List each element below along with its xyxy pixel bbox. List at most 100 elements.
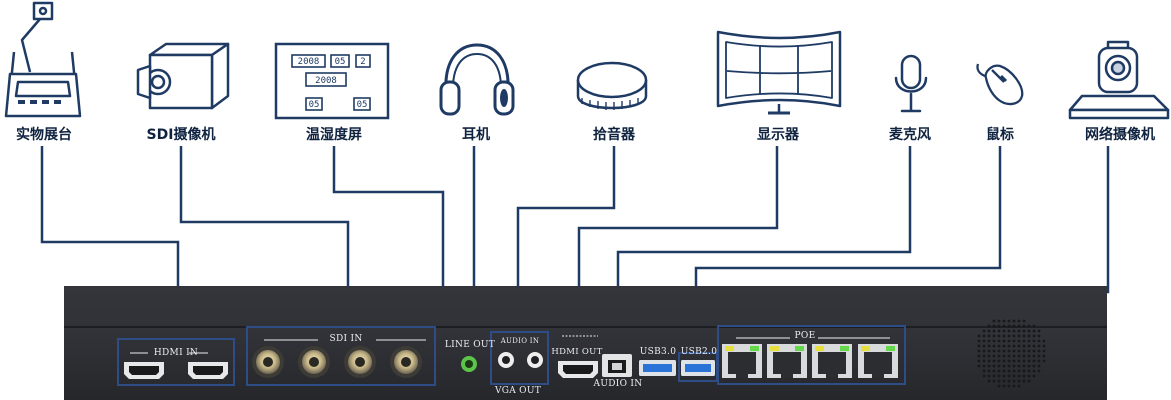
vent-hole (1012, 359, 1016, 363)
vent-hole (1012, 344, 1016, 348)
display-readout-top-right: 2 (360, 57, 365, 67)
vent-hole (1017, 344, 1021, 348)
vent-hole (992, 374, 996, 378)
sdi-in-port[interactable] (390, 346, 422, 378)
sdi-in-port[interactable] (344, 346, 376, 378)
headphones-icon (439, 43, 515, 116)
mouse-icon (976, 63, 1024, 106)
poe-rj45-port[interactable] (722, 344, 762, 378)
vent-hole (1007, 349, 1011, 353)
display-readout-bottom-right: 05 (357, 100, 368, 110)
vent-hole (1022, 324, 1026, 328)
vent-hole (997, 344, 1001, 348)
vent-hole (1017, 364, 1021, 368)
vent-hole (977, 339, 981, 343)
vent-hole (1007, 334, 1011, 338)
vent-hole (992, 334, 996, 338)
vent-hole (992, 324, 996, 328)
device-label-display: 显示器 (757, 127, 799, 143)
vent-hole (1022, 374, 1026, 378)
device-label-headphones: 耳机 (462, 127, 490, 143)
sdi-in-port[interactable] (298, 346, 330, 378)
vent-hole (1017, 384, 1021, 388)
device-label-microphone: 麦克风 (889, 127, 931, 143)
vent-hole (1012, 369, 1016, 373)
vent-hole (1037, 354, 1041, 358)
vent-hole (1017, 369, 1021, 373)
vent-hole (1032, 349, 1036, 353)
vent-hole (992, 319, 996, 323)
hdmi-in-label: HDMI IN (153, 348, 199, 358)
audio-in-jack[interactable] (527, 352, 543, 368)
vent-hole (1007, 379, 1011, 383)
vent-hole (992, 379, 996, 383)
vent-hole (1042, 344, 1046, 348)
usb-b-port[interactable] (602, 354, 632, 377)
audio-in-jack[interactable] (498, 352, 514, 368)
hdmi-in-port[interactable] (124, 362, 164, 379)
vent-hole (992, 339, 996, 343)
vent-hole (1032, 339, 1036, 343)
vent-hole (997, 384, 1001, 388)
vent-hole (1012, 374, 1016, 378)
vent-hole (1017, 374, 1021, 378)
microphone-icon (894, 54, 928, 113)
vent-hole (977, 349, 981, 353)
vent-hole (1032, 344, 1036, 348)
hdmi-out-port[interactable] (558, 361, 598, 378)
vent-hole (997, 349, 1001, 353)
vent-hole (1032, 369, 1036, 373)
vent-hole (987, 349, 991, 353)
vent-hole (1002, 354, 1006, 358)
vent-hole (997, 379, 1001, 383)
device-label-sdi-camera: SDI摄像机 (146, 127, 216, 143)
vent-hole (1022, 369, 1026, 373)
vent-hole (1012, 379, 1016, 383)
vent-hole (1032, 364, 1036, 368)
box-camera-icon (136, 42, 230, 110)
vent-hole (1027, 329, 1031, 333)
vent-hole (1017, 354, 1021, 358)
vent-hole (977, 344, 981, 348)
poe-rj45-port[interactable] (767, 344, 807, 378)
vent-hole (997, 374, 1001, 378)
vent-hole (997, 324, 1001, 328)
vent-hole (1032, 324, 1036, 328)
hdmi-in-port[interactable] (188, 362, 228, 379)
display-readout-middle: 2008 (315, 76, 337, 86)
audio-in-top-label: AUDIO IN (500, 337, 540, 345)
vent-hole (1022, 359, 1026, 363)
vent-hole (1032, 359, 1036, 363)
usb3-port[interactable] (639, 360, 676, 376)
line-out-jack[interactable] (461, 356, 477, 372)
vent-hole (1042, 359, 1046, 363)
poe-rj45-port[interactable] (812, 344, 852, 378)
vent-hole (982, 364, 986, 368)
vent-hole (1037, 359, 1041, 363)
vent-hole (1012, 329, 1016, 333)
vent-hole (1002, 344, 1006, 348)
vent-hole (1037, 334, 1041, 338)
document-camera-icon (4, 1, 82, 118)
vent-hole (997, 369, 1001, 373)
vent-hole (1002, 339, 1006, 343)
sdi-in-port[interactable] (252, 346, 284, 378)
display-readout-top-mid: 05 (335, 57, 346, 67)
vent-hole (1007, 329, 1011, 333)
usb-b-audio-in-label: AUDIO IN (593, 379, 643, 389)
vent-hole (992, 354, 996, 358)
usb2-port[interactable] (681, 360, 715, 376)
vent-hole (987, 364, 991, 368)
vent-hole (1007, 364, 1011, 368)
vent-hole (992, 349, 996, 353)
audio-in-group-frame (490, 331, 549, 385)
vent-hole (1017, 329, 1021, 333)
sdi-in-label: SDI IN (329, 334, 363, 344)
poe-rj45-port[interactable] (858, 344, 898, 378)
vent-hole (977, 354, 981, 358)
vent-hole (1012, 334, 1016, 338)
vent-hole (1022, 349, 1026, 353)
vent-hole (987, 374, 991, 378)
vent-hole (1002, 384, 1006, 388)
